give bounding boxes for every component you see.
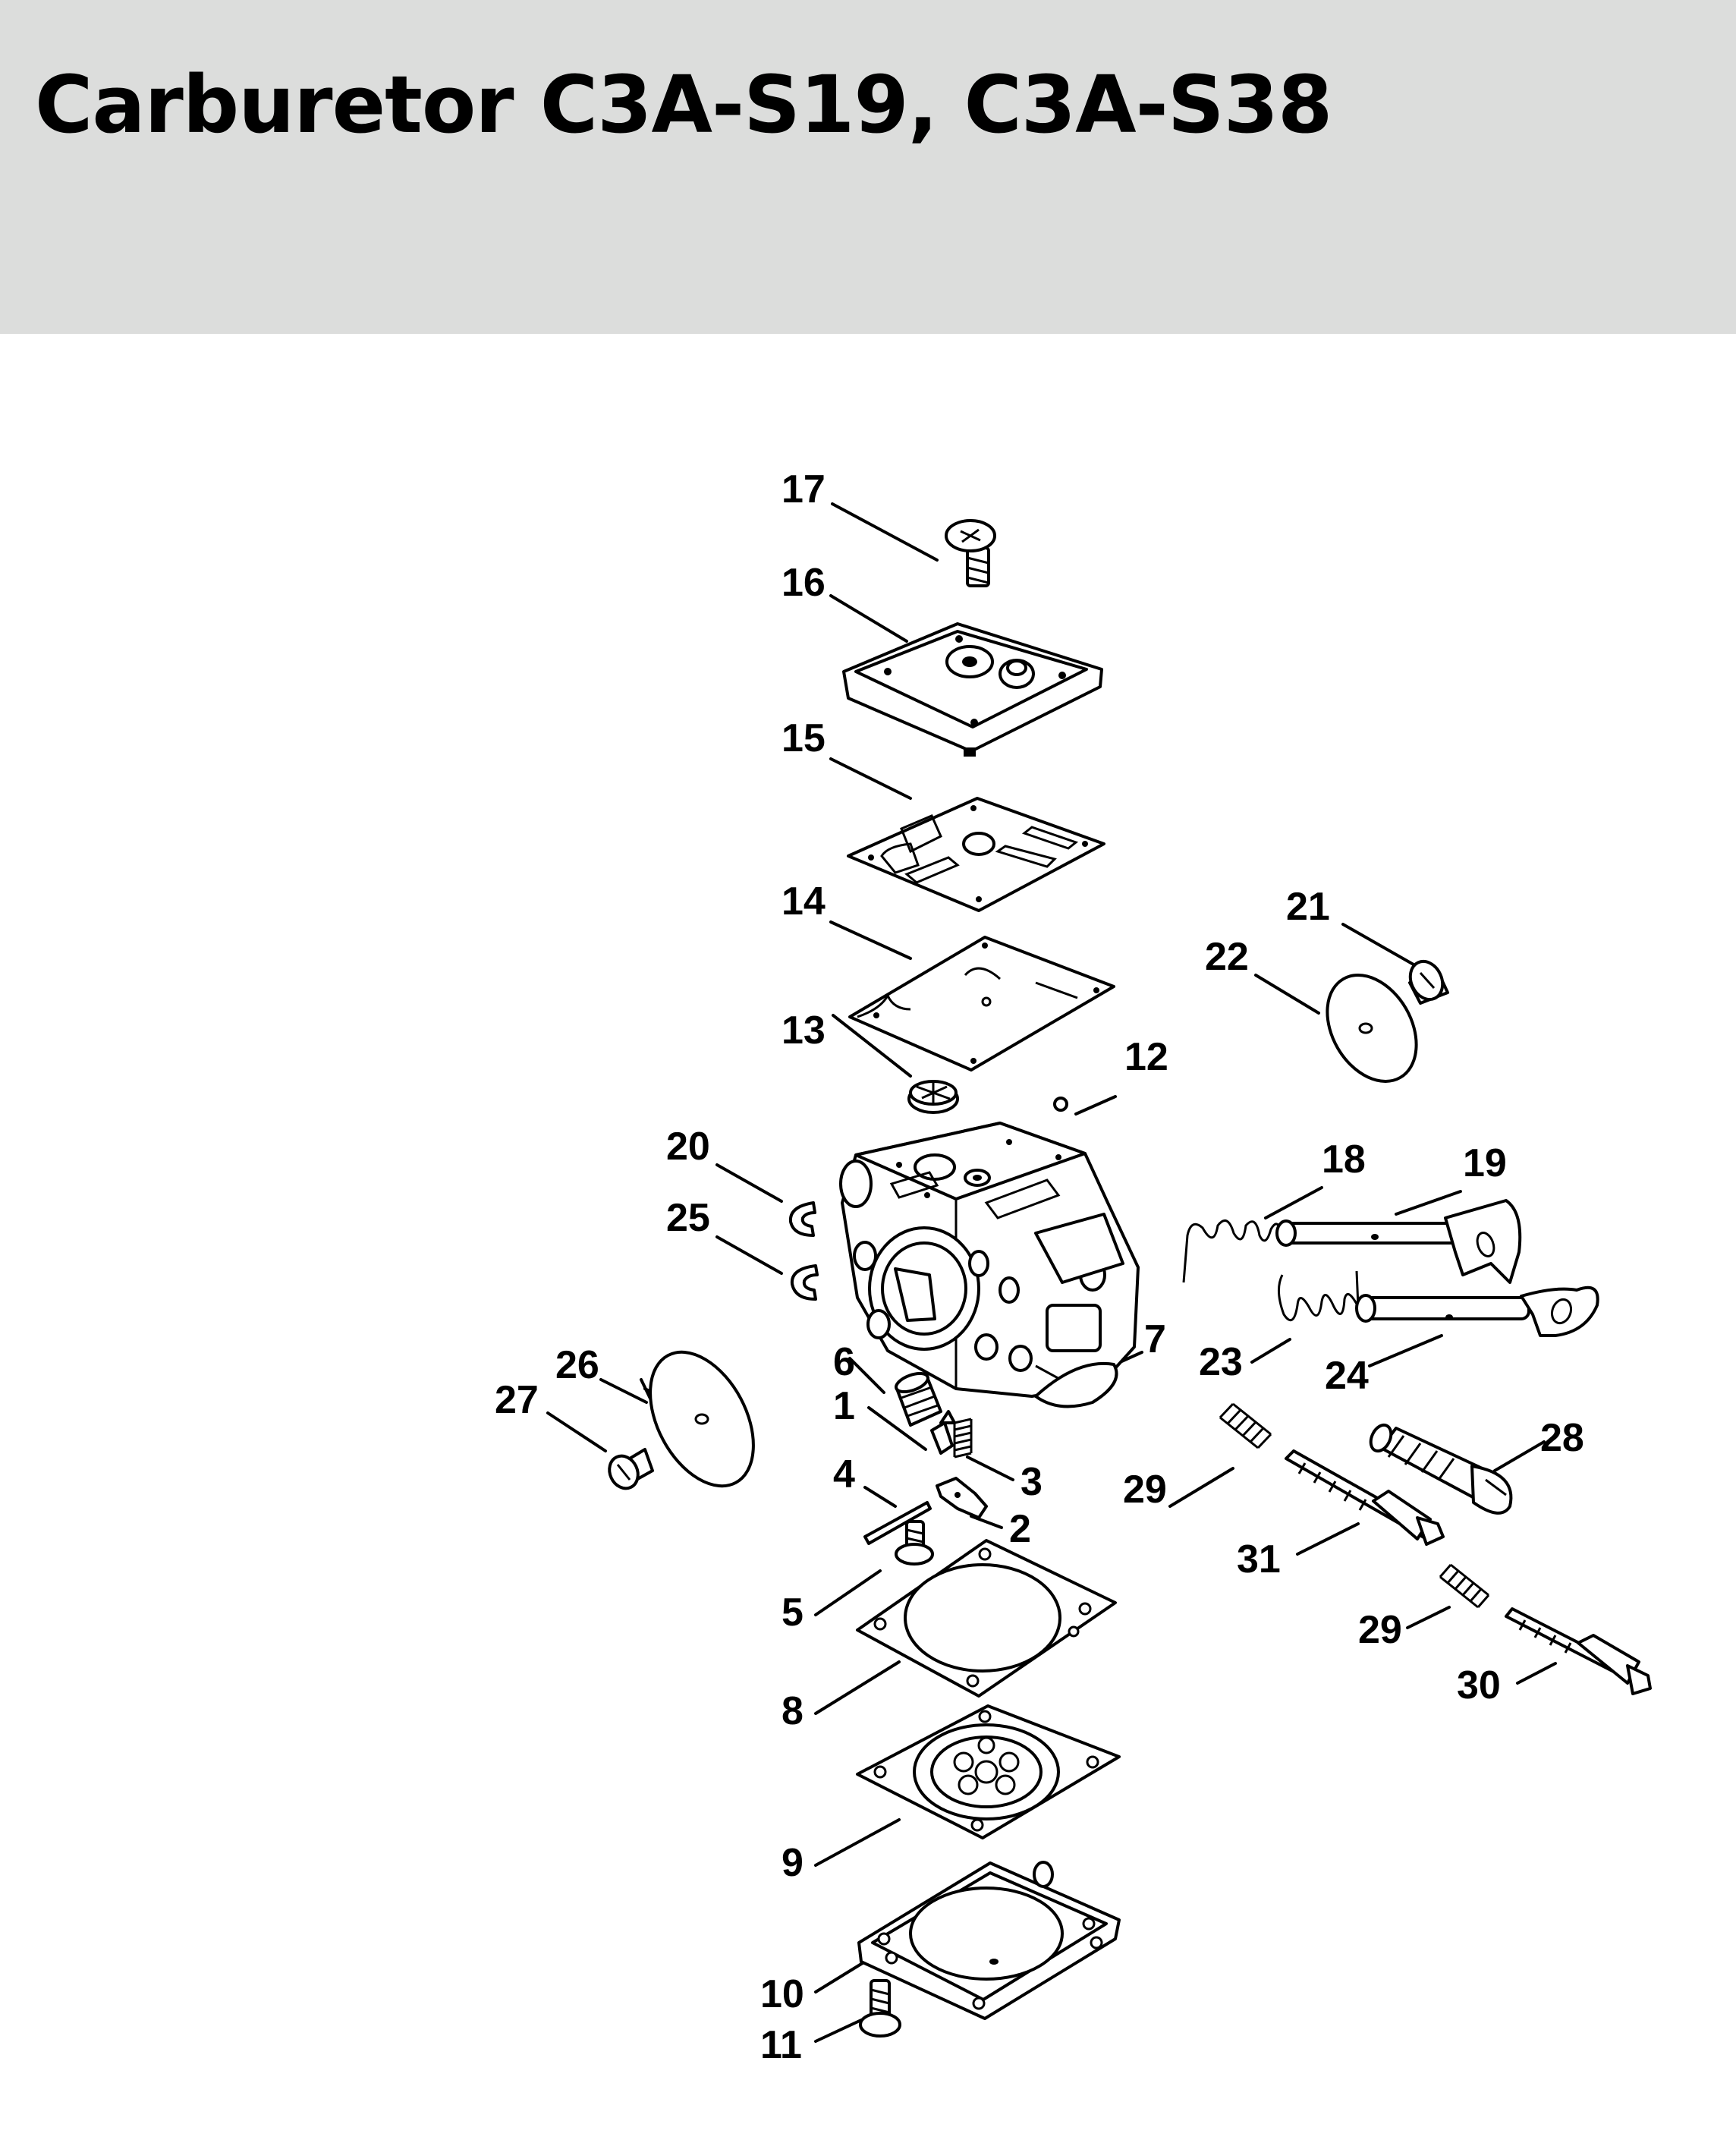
callout-31: 31 [1237, 1537, 1281, 1581]
part-22-throttle-plate [1326, 974, 1418, 1083]
callout-23: 23 [1199, 1340, 1243, 1384]
part-30-low-speed-adjusting-screw [1505, 1607, 1652, 1695]
part-27-screw [608, 1448, 654, 1490]
part-25-retaining-ring [790, 1264, 819, 1301]
callout-2: 2 [1009, 1507, 1031, 1551]
part-19-throttle-shaft [1275, 1199, 1522, 1284]
callout-17: 17 [782, 467, 826, 511]
callout-8: 8 [782, 1689, 804, 1733]
part-31-high-speed-adjusting-screw [1285, 1449, 1445, 1546]
callout-29-upper: 29 [1123, 1468, 1167, 1512]
callout-18: 18 [1322, 1138, 1366, 1182]
part-8-gasket [856, 1539, 1117, 1698]
part-26-choke-plate [649, 1350, 755, 1488]
part-10-end-cover [857, 1861, 1121, 2020]
callout-4: 4 [833, 1452, 855, 1496]
part-13-strainer [907, 1080, 959, 1114]
part-28-limiter-cap [1369, 1423, 1513, 1515]
part-2-lever [936, 1477, 988, 1519]
callout-11: 11 [760, 2023, 802, 2067]
part-20-retaining-ring [788, 1201, 816, 1237]
part-18-spring [1182, 1219, 1284, 1283]
callout-10: 10 [760, 1972, 804, 2016]
part-5-screw [895, 1520, 934, 1566]
callout-24: 24 [1325, 1354, 1369, 1398]
callout-29-lower: 29 [1358, 1608, 1402, 1652]
part-21-screw [1408, 959, 1449, 1005]
part-16-cover [842, 622, 1103, 757]
callout-1: 1 [833, 1384, 855, 1428]
part-17-screw [945, 519, 996, 587]
callout-13: 13 [782, 1009, 826, 1053]
part-23-spring [1278, 1270, 1360, 1322]
callout-3: 3 [1021, 1460, 1043, 1504]
part-3-spring [953, 1418, 973, 1459]
part-14-diaphragm [848, 936, 1115, 1072]
part-1-inlet-needle [930, 1410, 956, 1455]
page-title: Carburetor C3A-S19, C3A-S38 [35, 58, 1332, 151]
header-band: Carburetor C3A-S19, C3A-S38 [0, 0, 1736, 334]
part-6-plug [895, 1371, 942, 1427]
callout-labels: 17 16 15 14 13 12 20 25 21 22 18 19 23 2… [495, 467, 1584, 2067]
callout-30: 30 [1457, 1663, 1501, 1707]
callout-5: 5 [782, 1591, 804, 1635]
callout-27: 27 [495, 1378, 539, 1422]
callout-9: 9 [782, 1841, 804, 1885]
callout-19: 19 [1463, 1141, 1507, 1185]
part-15-gasket [847, 797, 1105, 912]
callout-25: 25 [666, 1196, 710, 1240]
callout-7: 7 [1144, 1317, 1166, 1361]
callout-22: 22 [1205, 935, 1249, 979]
callout-14: 14 [782, 880, 826, 924]
callout-16: 16 [782, 561, 826, 605]
carburetor-body [839, 1122, 1140, 1398]
part-11-screw [859, 1979, 901, 2038]
part-12-ball [1053, 1097, 1068, 1112]
callout-28: 28 [1540, 1416, 1584, 1460]
part-7-welch-plug [1034, 1362, 1118, 1408]
callout-21: 21 [1286, 885, 1330, 929]
leader-lines [546, 502, 1557, 2043]
part-9-metering-diaphragm [856, 1704, 1121, 1839]
part-4-pin [863, 1501, 932, 1545]
part-29-spring-upper [1219, 1402, 1272, 1449]
part-29-spring-lower [1439, 1563, 1490, 1609]
callout-26: 26 [555, 1343, 599, 1387]
callout-20: 20 [666, 1125, 710, 1169]
callout-6: 6 [833, 1340, 855, 1384]
part-24-choke-shaft [1355, 1285, 1599, 1337]
callout-15: 15 [782, 716, 826, 760]
callout-12: 12 [1124, 1035, 1168, 1079]
